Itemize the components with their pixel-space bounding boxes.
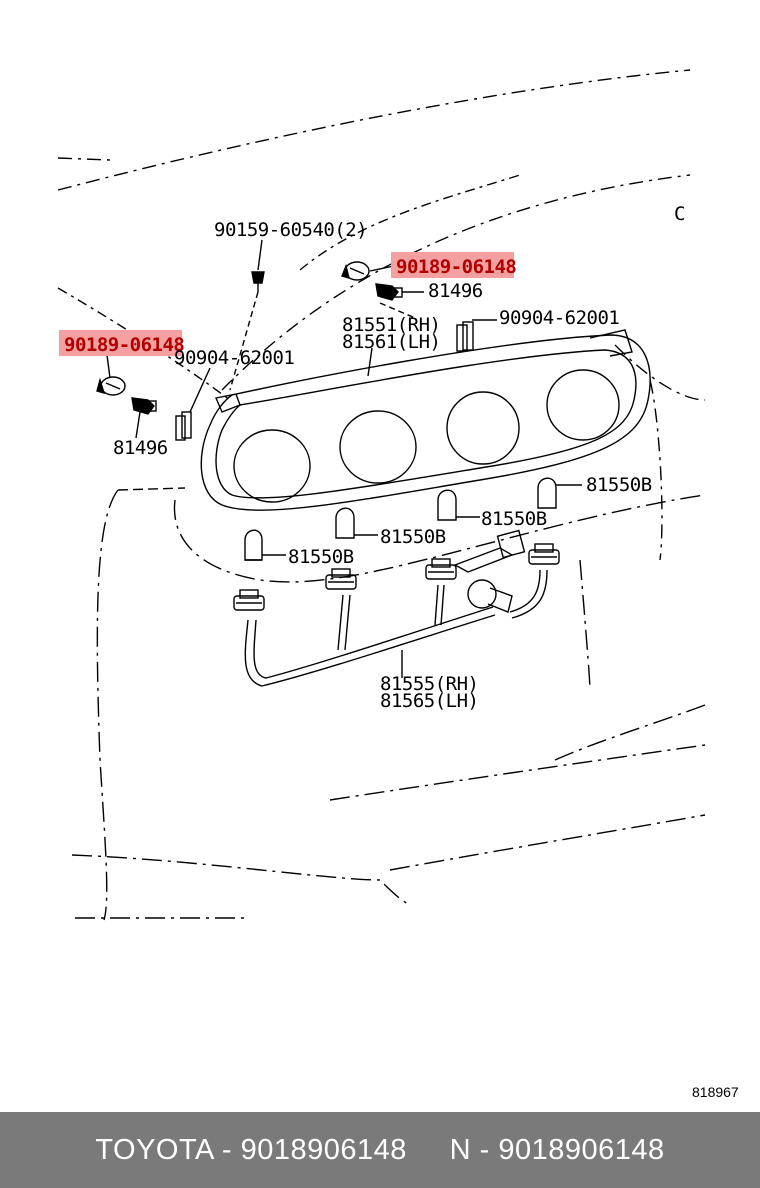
bulb-icon (244, 529, 263, 561)
part-number-footer: TOYOTA - 9018906148 N - 9018906148 (0, 1112, 760, 1188)
socket-icon (325, 568, 357, 590)
label-letter-c: C (674, 203, 685, 225)
leader-line (135, 411, 141, 439)
highlight-box (391, 252, 514, 278)
label-bulb-81550b: 81550B (586, 474, 652, 496)
leader-line (257, 239, 263, 271)
retainer-clip-icon (456, 321, 474, 352)
leader-line (369, 265, 395, 272)
label-clip-90904-left: 90904-62001 (174, 347, 294, 369)
bulb-icon (437, 489, 457, 521)
socket-icon (425, 558, 457, 580)
body-contour-line (614, 344, 706, 401)
socket-icon (528, 543, 560, 565)
label-lamp-rh: 81551(RH) (342, 314, 440, 336)
label-bulb-81550b: 81550B (481, 508, 547, 530)
leader-line (106, 354, 111, 379)
highlight-box (59, 330, 182, 356)
leader-line (379, 302, 416, 319)
label-wire-rh: 81555(RH) (380, 673, 478, 695)
exploded-parts-diagram: 90159-60540(2) 90189-06148 81496 90904-6… (57, 69, 739, 1100)
retainer-clip-icon (175, 411, 192, 441)
label-part-90189-left: 90189-06148 (64, 334, 184, 356)
body-contour-line (554, 704, 706, 761)
wire-harness (233, 529, 560, 687)
bulb-icon (335, 507, 355, 539)
clip-nut-icon (96, 376, 126, 396)
lamp-lens (233, 429, 311, 503)
leader-line (229, 291, 259, 391)
clip-nut-icon (341, 261, 370, 281)
body-contour-line (96, 489, 119, 921)
body-contour-line (389, 814, 706, 871)
body-contour-line (649, 379, 663, 561)
body-contour-line (579, 559, 591, 691)
bulb-socket-icon (375, 283, 403, 301)
body-contour-line (299, 174, 521, 271)
lamp-lens (339, 410, 417, 484)
label-screw-90159: 90159-60540(2) (214, 219, 367, 241)
lamp-lens (546, 369, 620, 441)
label-bulb-81550b: 81550B (288, 546, 354, 568)
tail-lamp-assembly (200, 329, 651, 511)
leader-line (367, 347, 373, 377)
screw-icon (251, 271, 265, 292)
label-wire-lh: 81565(LH) (380, 690, 478, 712)
body-contour-line (117, 487, 186, 491)
label-lamp-lh: 81561(LH) (342, 331, 440, 353)
lamp-lens (446, 391, 520, 465)
label-part-81496-left: 81496 (113, 437, 168, 459)
body-contour-line (71, 854, 411, 906)
label-bulb-81550b: 81550B (380, 526, 446, 548)
body-contour-line (329, 744, 706, 801)
leader-line (189, 367, 211, 413)
body-contour-line (57, 69, 691, 191)
footer-part-numbers: TOYOTA - 9018906148 N - 9018906148 (95, 1133, 665, 1166)
bulb-socket-icon (131, 397, 157, 415)
body-contour-line (173, 494, 706, 583)
diagram-reference-number: 818967 (692, 1084, 739, 1100)
body-contour-line (221, 174, 691, 391)
socket-icon (233, 589, 265, 611)
bulb-icon (537, 477, 557, 509)
body-contour-line (57, 157, 111, 161)
label-clip-90904-right: 90904-62001 (499, 307, 619, 329)
label-part-90189-right: 90189-06148 (396, 256, 516, 278)
label-part-81496-right: 81496 (428, 280, 483, 302)
